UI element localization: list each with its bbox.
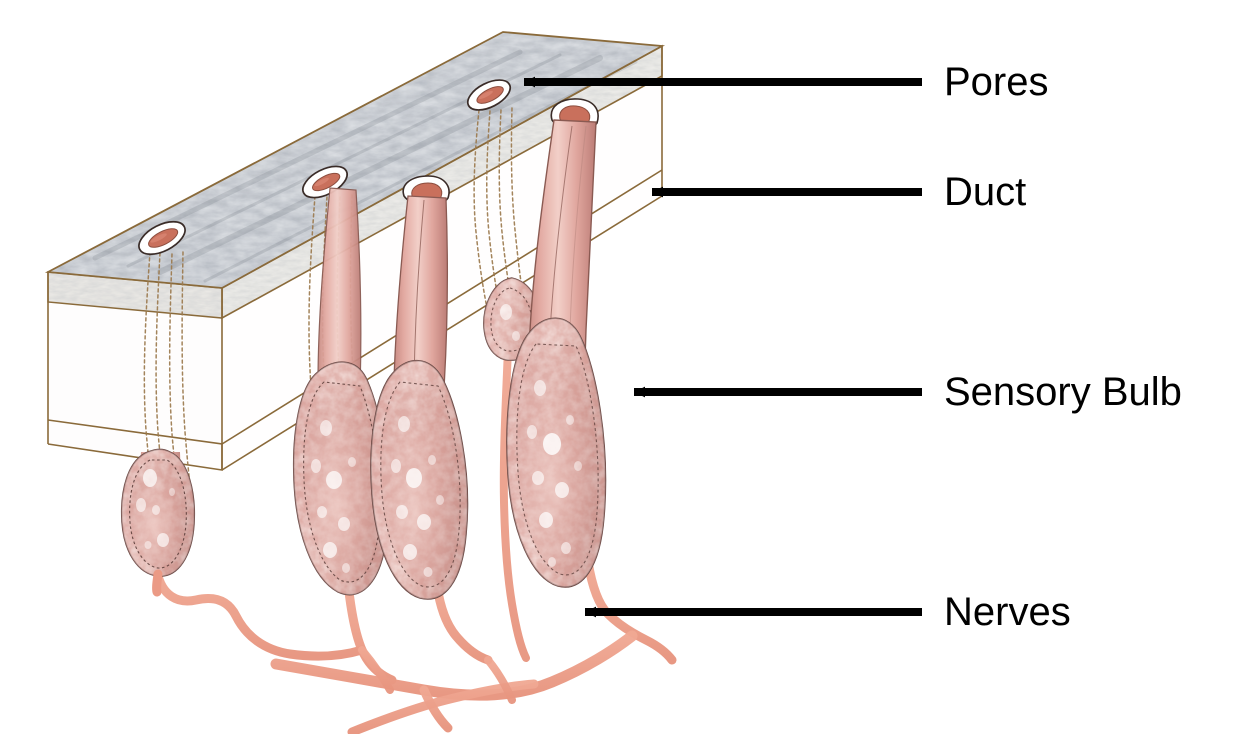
label-nerves: Nerves	[944, 590, 1071, 634]
nerve-network	[152, 344, 677, 734]
epidermis-top-face	[44, 31, 666, 289]
label-duct: Duct	[944, 170, 1027, 214]
pore	[138, 220, 186, 256]
sensory-bulb-with-duct	[292, 187, 390, 596]
label-sensory-bulb: Sensory Bulb	[944, 370, 1182, 414]
sensory-bulb-with-duct	[506, 98, 607, 588]
pore	[466, 79, 512, 111]
sensory-bulb	[120, 448, 196, 597]
sensory-bulb-with-duct	[370, 175, 469, 600]
leader-arrows	[524, 76, 922, 618]
label-pores: Pores	[944, 60, 1049, 104]
